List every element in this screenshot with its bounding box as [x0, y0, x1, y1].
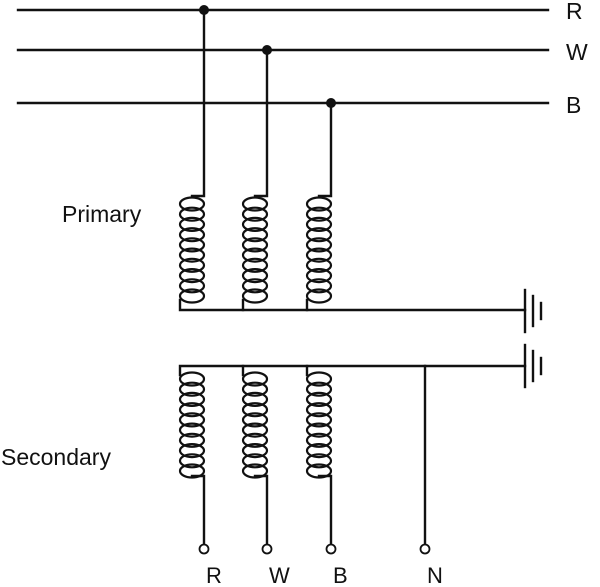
primary-earth-icon	[523, 288, 543, 334]
coil-turn	[305, 443, 333, 459]
coil-turn	[241, 432, 269, 448]
coil-turn	[305, 268, 333, 284]
coil-turn	[305, 216, 333, 232]
supply-label-w: W	[566, 39, 588, 65]
coil-turn	[241, 288, 269, 304]
coil-turn	[241, 278, 269, 294]
coil-turn	[305, 432, 333, 448]
coil-turn	[241, 381, 269, 397]
coil-turn	[178, 381, 206, 397]
coil-turn	[178, 247, 206, 263]
coil-turn	[178, 463, 206, 479]
coil-turn	[305, 237, 333, 253]
terminal-label-b: B	[333, 563, 348, 587]
coil-turn	[178, 443, 206, 459]
coil-turn	[178, 412, 206, 428]
coil-turn	[241, 196, 269, 212]
coil-turn	[241, 227, 269, 243]
coil-turn	[178, 432, 206, 448]
coil-turn	[305, 371, 333, 387]
secondary-winding-w	[241, 371, 269, 479]
coil-turn	[178, 227, 206, 243]
secondary-lead-b	[317, 474, 333, 546]
coil-turn	[241, 257, 269, 273]
secondary-neutral-bus	[178, 364, 527, 377]
primary-lead-b	[317, 101, 333, 198]
coil-turn	[241, 247, 269, 263]
coil-turn	[305, 381, 333, 397]
supply-label-b: B	[566, 92, 581, 118]
secondary-label: Secondary	[1, 444, 111, 470]
coil-turn	[241, 216, 269, 232]
coil-turn	[305, 227, 333, 243]
coil-turn	[178, 278, 206, 294]
terminal-label-r: R	[206, 563, 222, 587]
coil-turn	[241, 402, 269, 418]
coil-turn	[178, 237, 206, 253]
coil-turn	[178, 402, 206, 418]
secondary-winding-b	[305, 371, 333, 479]
coil-turn	[241, 463, 269, 479]
coil-turn	[241, 371, 269, 387]
coil-turn	[178, 422, 206, 438]
coil-turn	[178, 206, 206, 222]
coil-turn	[305, 257, 333, 273]
primary-lead-r	[190, 8, 206, 198]
primary-winding-r	[178, 196, 206, 304]
coil-turn	[305, 412, 333, 428]
terminal-n	[419, 543, 431, 555]
coil-turn	[305, 288, 333, 304]
coil-turn	[241, 391, 269, 407]
coil-turn	[241, 453, 269, 469]
primary-label: Primary	[62, 201, 142, 227]
coil-turn	[241, 268, 269, 284]
coil-turn	[178, 288, 206, 304]
coil-turn	[305, 391, 333, 407]
secondary-lead-r	[190, 474, 206, 546]
coil-turn	[178, 453, 206, 469]
coil-turn	[178, 268, 206, 284]
supply-label-r: R	[566, 0, 583, 24]
coil-turn	[305, 247, 333, 263]
coil-turn	[241, 206, 269, 222]
coil-turn	[241, 412, 269, 428]
secondary-earth-icon	[523, 343, 543, 389]
coil-turn	[241, 237, 269, 253]
coil-turn	[178, 257, 206, 273]
coil-turn	[305, 453, 333, 469]
coil-turn	[178, 371, 206, 387]
terminal-r	[198, 543, 210, 555]
coil-turn	[241, 422, 269, 438]
coil-turn	[305, 463, 333, 479]
coil-turn	[178, 216, 206, 232]
supply-bus: R W B	[16, 0, 588, 118]
primary-lead-w	[253, 48, 269, 198]
coil-turn	[178, 391, 206, 407]
secondary-winding-r	[178, 371, 206, 479]
coil-turn	[305, 278, 333, 294]
terminal-label-w: W	[269, 563, 290, 587]
coil-turn	[178, 196, 206, 212]
coil-turn	[305, 402, 333, 418]
coil-turn	[241, 443, 269, 459]
coil-turn	[305, 196, 333, 212]
primary-winding-b	[305, 196, 333, 304]
coil-turn	[305, 422, 333, 438]
terminal-w	[261, 543, 273, 555]
primary-winding-w	[241, 196, 269, 304]
primary-star-point	[178, 298, 527, 312]
terminal-label-n: N	[427, 563, 443, 587]
secondary-lead-w	[253, 474, 269, 546]
terminal-b	[325, 543, 337, 555]
coil-turn	[305, 206, 333, 222]
